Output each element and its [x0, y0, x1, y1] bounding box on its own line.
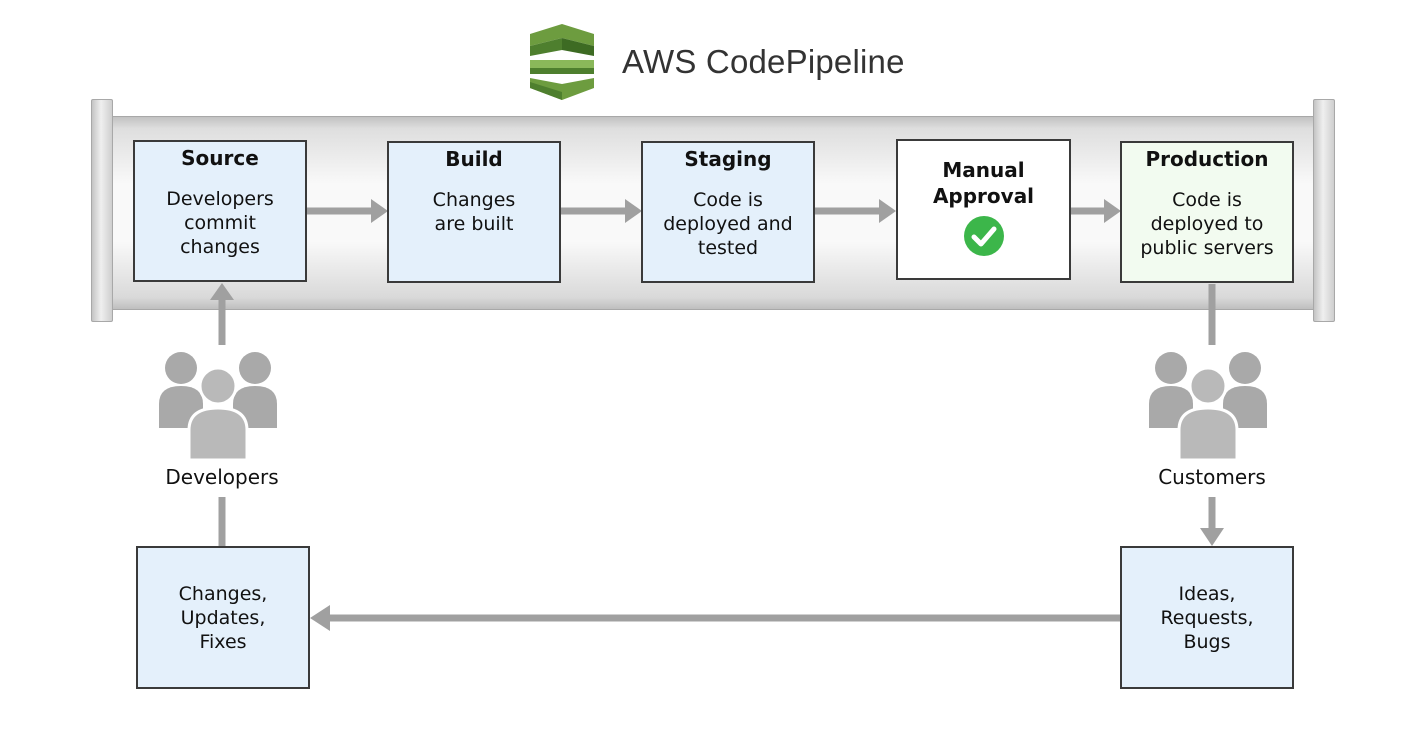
pipe-cap-right — [1313, 99, 1335, 322]
stage-production-title: Production — [1145, 147, 1269, 171]
codepipeline-logo-icon — [530, 24, 594, 100]
pipe-cap-left — [91, 99, 113, 322]
stage-manual-approval: Manual Approval — [896, 139, 1071, 280]
stage-manual-approval-title: Manual Approval — [932, 158, 1035, 208]
stage-production: Production Code is deployed to public se… — [1120, 141, 1294, 283]
feedback-box-text: Ideas, Requests, Bugs — [1160, 582, 1254, 653]
diagram-title: AWS CodePipeline — [528, 22, 905, 102]
stage-staging-title: Staging — [684, 147, 772, 171]
ideas-requests-bugs-box: Ideas, Requests, Bugs — [1120, 546, 1294, 689]
stage-build-description: Changes are built — [432, 189, 516, 235]
stage-staging: Staging Code is deployed and tested — [641, 141, 815, 283]
stage-source-description: Developers commit changes — [166, 188, 274, 258]
stage-build: Build Changes are built — [387, 141, 561, 283]
checkmark-circle-icon — [963, 216, 1004, 256]
user-group-icon — [159, 352, 277, 462]
stage-source: Source Developers commit changes — [133, 140, 307, 282]
stage-production-description: Code is deployed to public servers — [1140, 189, 1274, 259]
stage-build-title: Build — [445, 147, 503, 171]
changes-updates-fixes-box: Changes, Updates, Fixes — [136, 546, 310, 689]
developers-label: Developers — [165, 465, 279, 489]
user-group-icon — [1149, 352, 1267, 462]
changes-box-text: Changes, Updates, Fixes — [178, 582, 268, 653]
customers-label: Customers — [1158, 465, 1266, 489]
stage-staging-description: Code is deployed and tested — [663, 189, 793, 259]
stage-source-title: Source — [181, 146, 259, 170]
page-title: AWS CodePipeline — [622, 43, 905, 80]
